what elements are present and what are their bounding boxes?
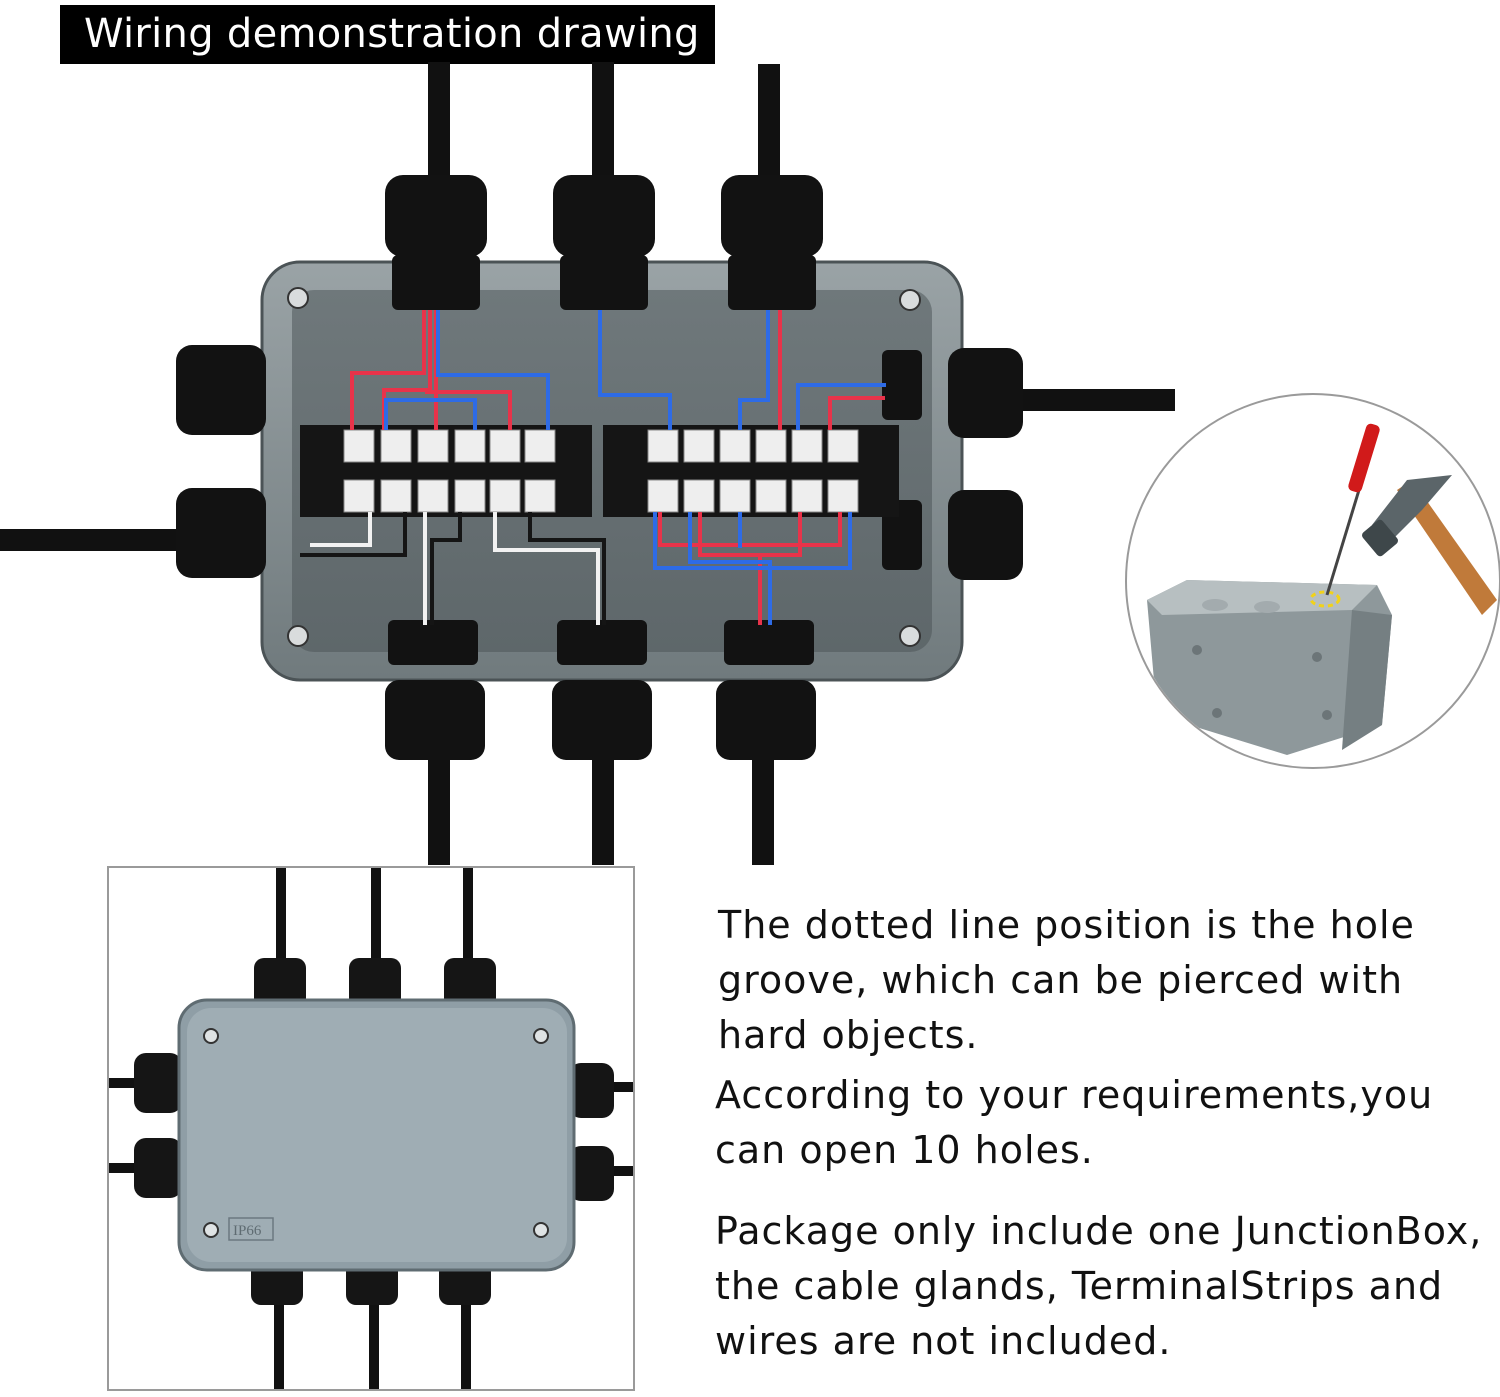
cable-gland-icon [176, 175, 1023, 760]
description-line: According to your requirements,you [715, 1073, 1434, 1117]
description-line: can open 10 holes. [715, 1128, 1094, 1172]
closed-box-inset: IP66 [107, 866, 635, 1391]
description-line: hard objects. [718, 1013, 979, 1057]
page-title: Wiring demonstration drawing [60, 5, 715, 64]
screwdriver-icon [1325, 423, 1380, 596]
hammer-icon [1362, 475, 1497, 615]
description-line: the cable glands, TerminalStrips and [715, 1264, 1444, 1308]
knockout-detail-inset [1125, 393, 1500, 769]
description-line: groove, which can be pierced with [718, 958, 1404, 1002]
junction-box-illustration [0, 62, 1175, 865]
description-line: The dotted line position is the hole [718, 903, 1415, 947]
description-part-2: According to your requirements,you can o… [715, 1068, 1495, 1178]
description-part-1: The dotted line position is the hole gro… [718, 898, 1498, 1063]
terminal-strip-icon [300, 425, 899, 517]
description-line: wires are not included. [715, 1319, 1172, 1363]
ip-rating-label: IP66 [233, 1223, 262, 1239]
cables [0, 62, 1175, 865]
description-part-3: Package only include one JunctionBox, th… [715, 1204, 1495, 1369]
description-line: Package only include one JunctionBox, [715, 1209, 1483, 1253]
